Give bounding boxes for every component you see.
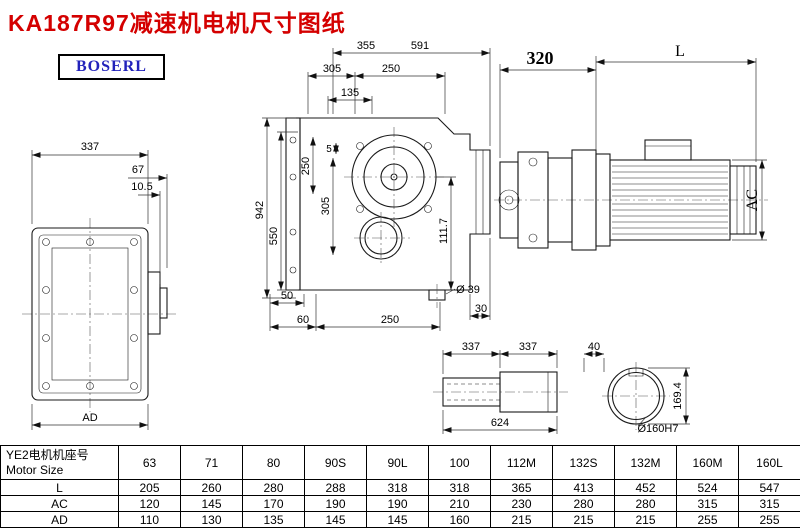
dim-end-169-4: 169.4 (672, 382, 684, 410)
col-header: 160M (676, 445, 739, 480)
table-cell: 318 (366, 479, 429, 496)
table-cell: 145 (366, 511, 429, 528)
col-header: 90L (366, 445, 429, 480)
table-cell: 255 (676, 511, 739, 528)
table-cell: 145 (180, 495, 243, 512)
dim-side-67: 67 (132, 164, 144, 176)
table-cell: 413 (552, 479, 615, 496)
dim-top-135: 135 (341, 87, 359, 99)
table-cell: 315 (676, 495, 739, 512)
side-view (22, 218, 176, 412)
dim-front-dia39: Ø 39 (456, 284, 480, 296)
table-header-cn: YE2电机机座号 (6, 447, 89, 462)
table-cell: 205 (118, 479, 181, 496)
table-cell: 215 (552, 511, 615, 528)
table-header-motor-size: YE2电机机座号 Motor Size (0, 445, 119, 480)
dim-front-30: 30 (475, 303, 487, 315)
dim-motor-L: L (675, 43, 685, 60)
table-cell: 318 (428, 479, 491, 496)
front-view-dimensions: 355 591 305 250 135 942 550 250 5 (254, 40, 491, 331)
table-header-en: Motor Size (6, 462, 64, 477)
dim-end-dia160: Ø160H7 (638, 423, 679, 435)
col-header: 112M (490, 445, 553, 480)
dim-front-250: 250 (300, 157, 312, 175)
technical-drawing: 337 67 10.5 AD (22, 40, 768, 435)
dim-side-337: 337 (81, 141, 99, 153)
dim-motor-320: 320 (527, 48, 554, 68)
col-header: 100 (428, 445, 491, 480)
table-cell: 135 (242, 511, 305, 528)
col-header: 132M (614, 445, 677, 480)
table-cell: 190 (304, 495, 367, 512)
table-cell: 365 (490, 479, 553, 496)
col-header: 63 (118, 445, 181, 480)
dim-front-942: 942 (254, 201, 266, 219)
table-cell: 110 (118, 511, 181, 528)
table-row-AD: AD 110 130 135 145 145 160 215 215 215 2… (0, 511, 800, 528)
table-cell: 452 (614, 479, 677, 496)
table-cell: 120 (118, 495, 181, 512)
row-label: L (0, 479, 119, 496)
dim-front-305: 305 (320, 197, 332, 215)
table-cell: 524 (676, 479, 739, 496)
table-row-AC: AC 120 145 170 190 190 210 230 280 280 3… (0, 495, 800, 512)
brand-logo: BOSERL (58, 54, 165, 80)
dim-shaft-337a: 337 (462, 341, 480, 353)
table-cell: 215 (614, 511, 677, 528)
table-cell: 160 (428, 511, 491, 528)
dim-side-10-5: 10.5 (131, 181, 152, 193)
table-cell: 288 (304, 479, 367, 496)
dim-top-591: 591 (411, 40, 429, 52)
dim-front-550: 550 (268, 227, 280, 245)
dim-top-305: 305 (323, 63, 341, 75)
table-cell: 260 (180, 479, 243, 496)
dim-side-AD: AD (82, 412, 97, 424)
dim-front-60: 60 (297, 314, 309, 326)
motor-view (494, 139, 768, 251)
table-cell: 280 (242, 479, 305, 496)
col-header: 71 (180, 445, 243, 480)
col-header: 90S (304, 445, 367, 480)
table-cell: 280 (614, 495, 677, 512)
table-cell: 215 (490, 511, 553, 528)
col-header: 80 (242, 445, 305, 480)
col-header: 132S (552, 445, 615, 480)
table-cell: 145 (304, 511, 367, 528)
row-label: AC (0, 495, 119, 512)
dim-motor-AC: AC (744, 189, 761, 211)
front-view (285, 117, 491, 308)
table-cell: 255 (738, 511, 800, 528)
shaft-end-dimensions: 169.4 Ø160H7 (638, 367, 690, 435)
dim-front-111-7: 111.7 (438, 218, 450, 244)
motor-view-dimensions: 320 L AC (499, 43, 767, 241)
table-cell: 210 (428, 495, 491, 512)
table-row-L: L 205 260 280 288 318 318 365 413 452 52… (0, 479, 800, 496)
dim-front-250b: 250 (381, 314, 399, 326)
row-label: AD (0, 511, 119, 528)
shaft-end-view (602, 362, 670, 430)
table-cell: 130 (180, 511, 243, 528)
table-cell: 170 (242, 495, 305, 512)
dim-shaft-40: 40 (588, 341, 600, 353)
dim-front-50: 50 (281, 290, 293, 302)
dim-top-355: 355 (357, 40, 375, 52)
shaft-view-dimensions: 337 337 624 40 (442, 341, 605, 434)
page-title: KA187R97减速机电机尺寸图纸 (8, 10, 346, 36)
dim-top-250: 250 (382, 63, 400, 75)
dim-shaft-337b: 337 (519, 341, 537, 353)
motor-size-table: YE2电机机座号 Motor Size 63 71 80 90S 90L 100… (0, 445, 800, 528)
brand-logo-text: BOSERL (76, 58, 147, 75)
table-cell: 190 (366, 495, 429, 512)
side-view-dimensions: 337 67 10.5 AD (31, 141, 168, 430)
dim-shaft-624: 624 (491, 417, 509, 429)
dim-front-5: 5 (326, 144, 332, 155)
table-cell: 280 (552, 495, 615, 512)
col-header: 160L (738, 445, 800, 480)
shaft-view (433, 371, 568, 413)
table-cell: 315 (738, 495, 800, 512)
table-header-row: YE2电机机座号 Motor Size 63 71 80 90S 90L 100… (0, 445, 800, 480)
table-cell: 230 (490, 495, 553, 512)
table-cell: 547 (738, 479, 800, 496)
